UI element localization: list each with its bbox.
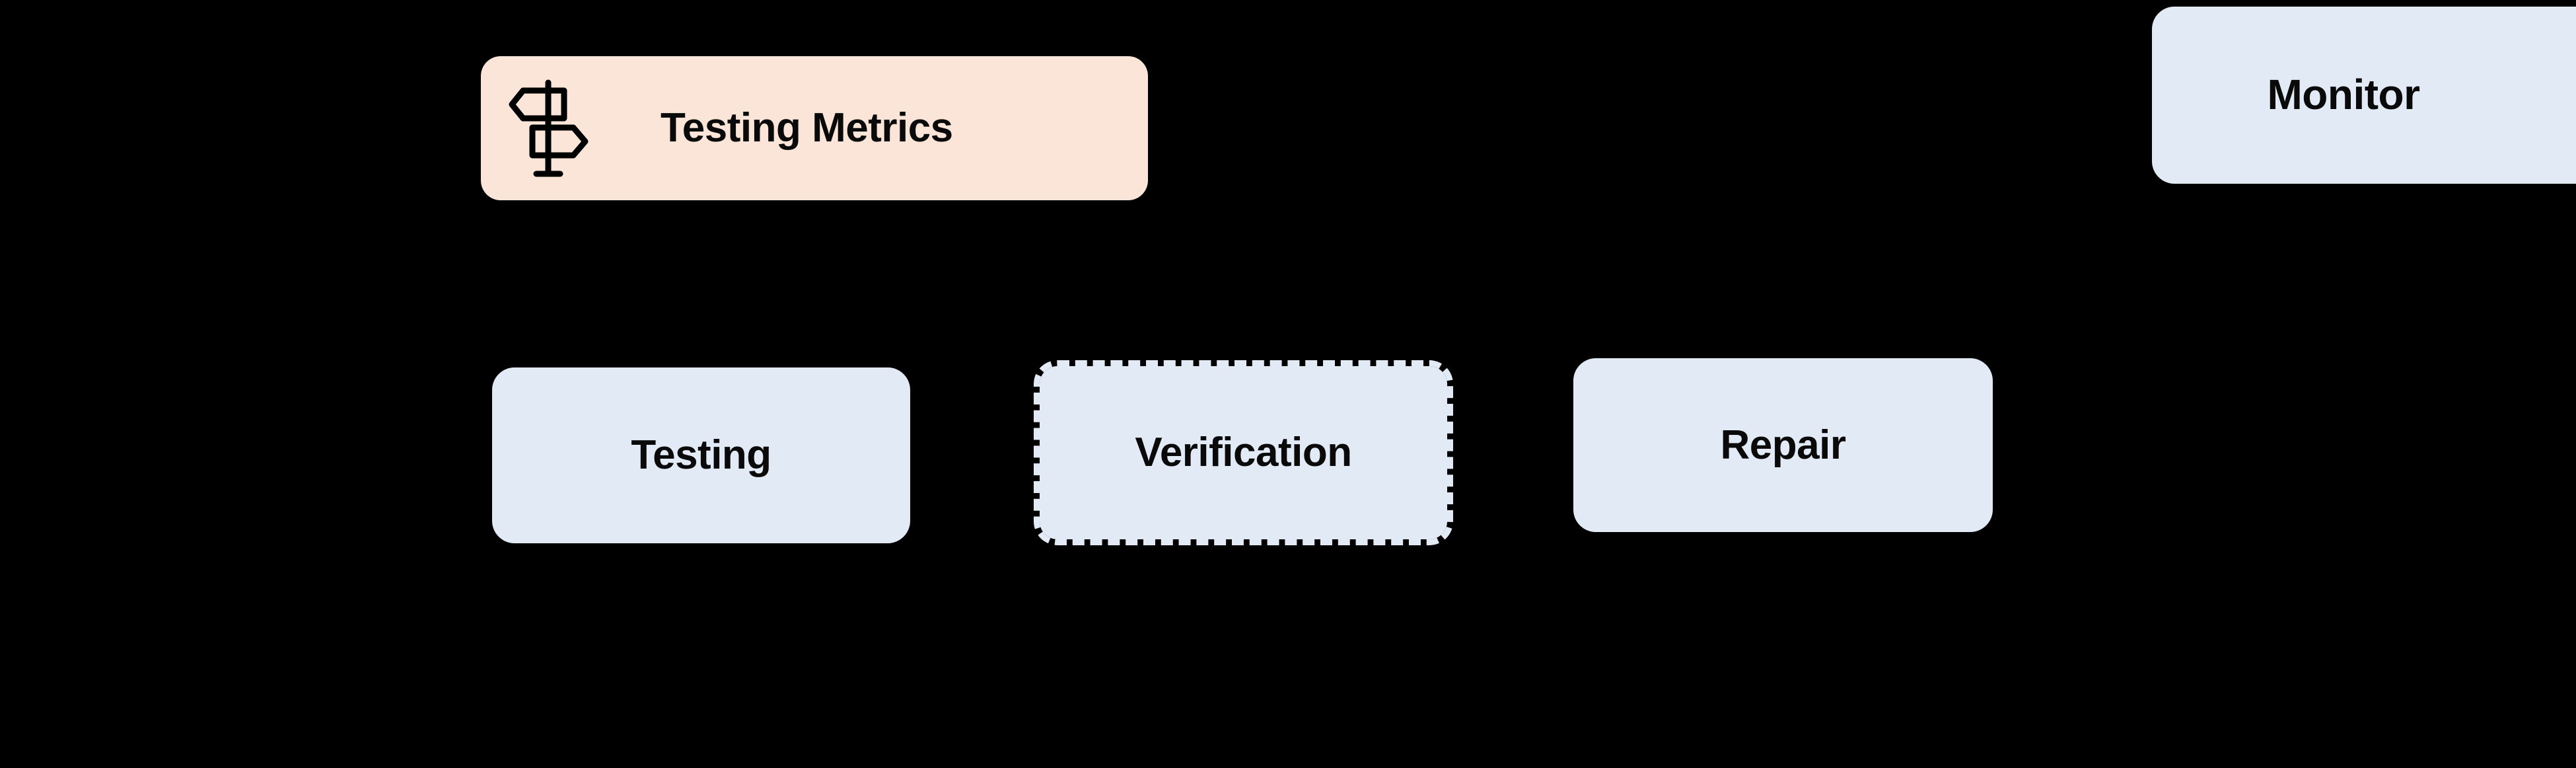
node-testing[interactable]: Testing [492,367,910,543]
node-monitor[interactable]: Monitor [2152,7,2576,184]
node-verification-label: Verification [1135,430,1352,476]
node-repair[interactable]: Repair [1573,358,1993,532]
node-testing-label: Testing [631,432,771,479]
signpost-icon [509,77,600,179]
node-testing-metrics[interactable]: Testing Metrics [481,56,1148,200]
node-monitor-label: Monitor [2267,71,2420,119]
node-repair-label: Repair [1720,422,1846,468]
node-testing-metrics-label: Testing Metrics [661,105,953,151]
node-verification[interactable]: Verification [1034,360,1453,545]
